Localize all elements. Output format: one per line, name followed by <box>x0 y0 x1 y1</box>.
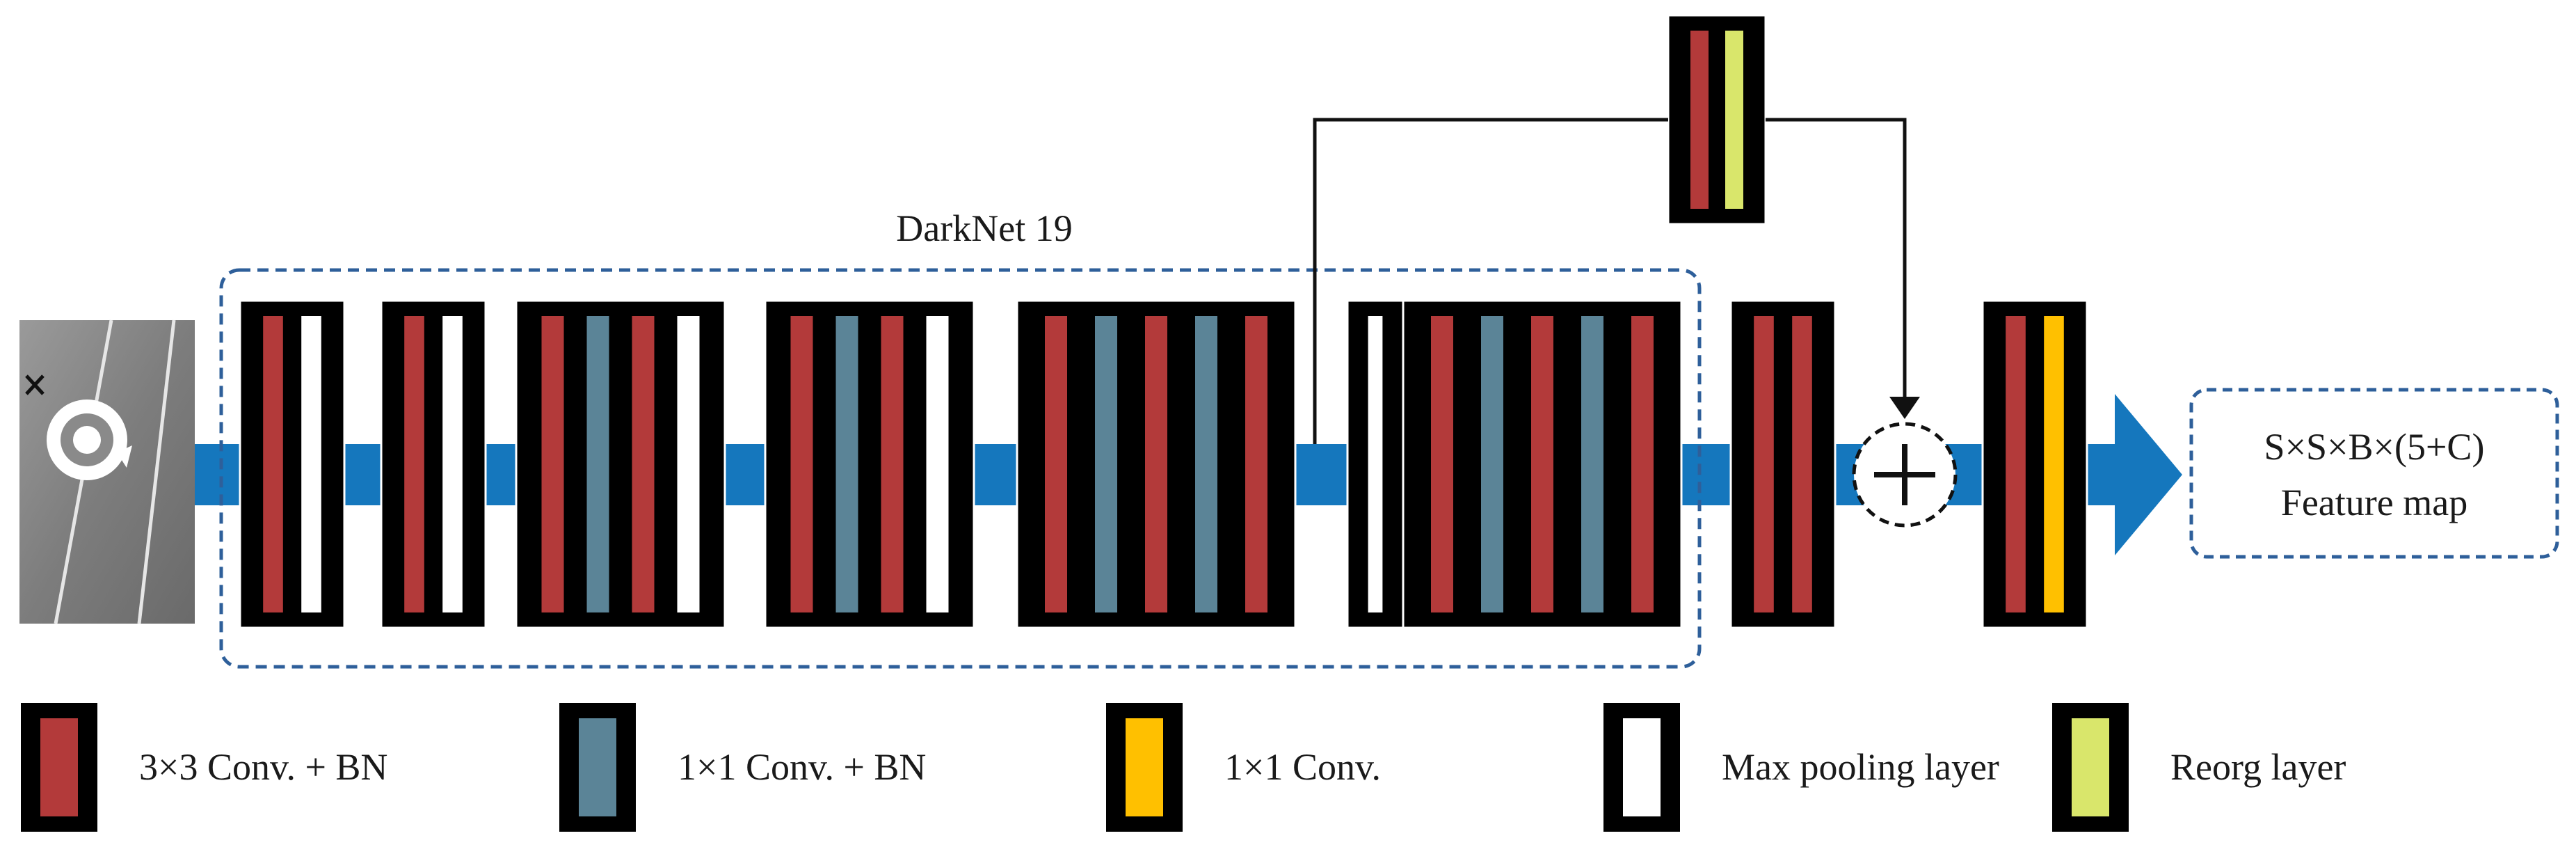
layer-conv3 <box>1792 316 1812 612</box>
block-2 <box>380 299 487 629</box>
skip-arrowhead <box>1889 397 1920 419</box>
layer-conv3 <box>1531 316 1553 612</box>
layer-conv3 <box>541 316 564 612</box>
legend-item-pool: Max pooling layer <box>1603 703 1999 832</box>
legend-swatch-conv3 <box>40 718 78 816</box>
legend-swatch-conv1bn <box>579 718 616 816</box>
legend-item-conv1bn: 1×1 Conv. + BN <box>559 703 926 832</box>
layer-conv3 <box>881 316 904 612</box>
legend-label-reorg: Reorg layer <box>2170 746 2346 788</box>
legend-label-conv1: 1×1 Conv. <box>1224 746 1381 788</box>
legend-item-reorg: Reorg layer <box>2052 703 2346 832</box>
layer-conv1bn <box>1095 316 1117 612</box>
layer-conv1 <box>2044 316 2064 612</box>
layer-conv3 <box>1631 316 1654 612</box>
layer-conv3 <box>263 316 283 612</box>
layer-conv3 <box>1045 316 1067 612</box>
layer-conv3 <box>1431 316 1453 612</box>
legend-item-conv1: 1×1 Conv. <box>1106 703 1381 832</box>
layer-conv1bn <box>1481 316 1503 612</box>
block-4 <box>764 299 975 629</box>
block-6 <box>1346 299 1405 629</box>
legend-swatch-pool <box>1623 718 1661 816</box>
block-1 <box>239 299 346 629</box>
layer-pool <box>1368 316 1383 612</box>
layer-pool <box>677 316 700 612</box>
block-8-frame <box>1729 299 1837 629</box>
layer-reorg <box>1725 31 1743 209</box>
layer-conv3 <box>404 316 424 612</box>
legend-item-conv3: 3×3 Conv. + BN <box>21 703 387 832</box>
layer-conv3 <box>790 316 813 612</box>
darknet-frame <box>219 268 1702 669</box>
legend: 3×3 Conv. + BN 1×1 Conv. + BN 1×1 Conv. Max… <box>21 703 2346 832</box>
layer-conv1bn <box>1581 316 1603 612</box>
concat-node <box>1852 422 1958 528</box>
layer-conv3 <box>1754 316 1774 612</box>
layer-blocks <box>239 14 2088 629</box>
skip-connection <box>1313 118 1907 444</box>
block-9 <box>1981 299 2088 629</box>
block-8 <box>1729 299 1837 629</box>
legend-label-conv1bn: 1×1 Conv. + BN <box>678 746 926 788</box>
output-box <box>2189 388 2559 559</box>
output-line-2: Feature map <box>2281 482 2467 523</box>
legend-label-conv3: 3×3 Conv. + BN <box>139 746 387 788</box>
block-9-frame <box>1981 299 2088 629</box>
legend-swatch-reorg <box>2072 718 2109 816</box>
layer-pool <box>301 316 321 612</box>
layer-pool <box>442 316 463 612</box>
block-1-frame <box>239 299 346 629</box>
layer-conv3 <box>1145 316 1167 612</box>
block-7 <box>1402 299 1683 629</box>
vehicle-icon <box>25 374 45 395</box>
input-image <box>19 319 195 624</box>
block-passthrough-frame <box>1667 14 1767 226</box>
layer-conv3 <box>1245 316 1267 612</box>
block-2-frame <box>380 299 487 629</box>
layer-conv1bn <box>586 316 609 612</box>
output-line-1: S×S×B×(5+C) <box>2264 426 2485 468</box>
darknet-label: DarkNet 19 <box>896 207 1072 249</box>
block-3 <box>515 299 726 629</box>
layer-conv3 <box>632 316 655 612</box>
layer-conv1bn <box>1195 316 1217 612</box>
block-5 <box>1016 299 1297 629</box>
block-passthrough <box>1667 14 1767 226</box>
layer-pool <box>926 316 949 612</box>
legend-swatch-conv1 <box>1126 718 1163 816</box>
layer-conv3 <box>2006 316 2026 612</box>
layer-conv3 <box>1690 31 1709 209</box>
legend-label-pool: Max pooling layer <box>1722 746 1999 788</box>
layer-conv1bn <box>835 316 858 612</box>
